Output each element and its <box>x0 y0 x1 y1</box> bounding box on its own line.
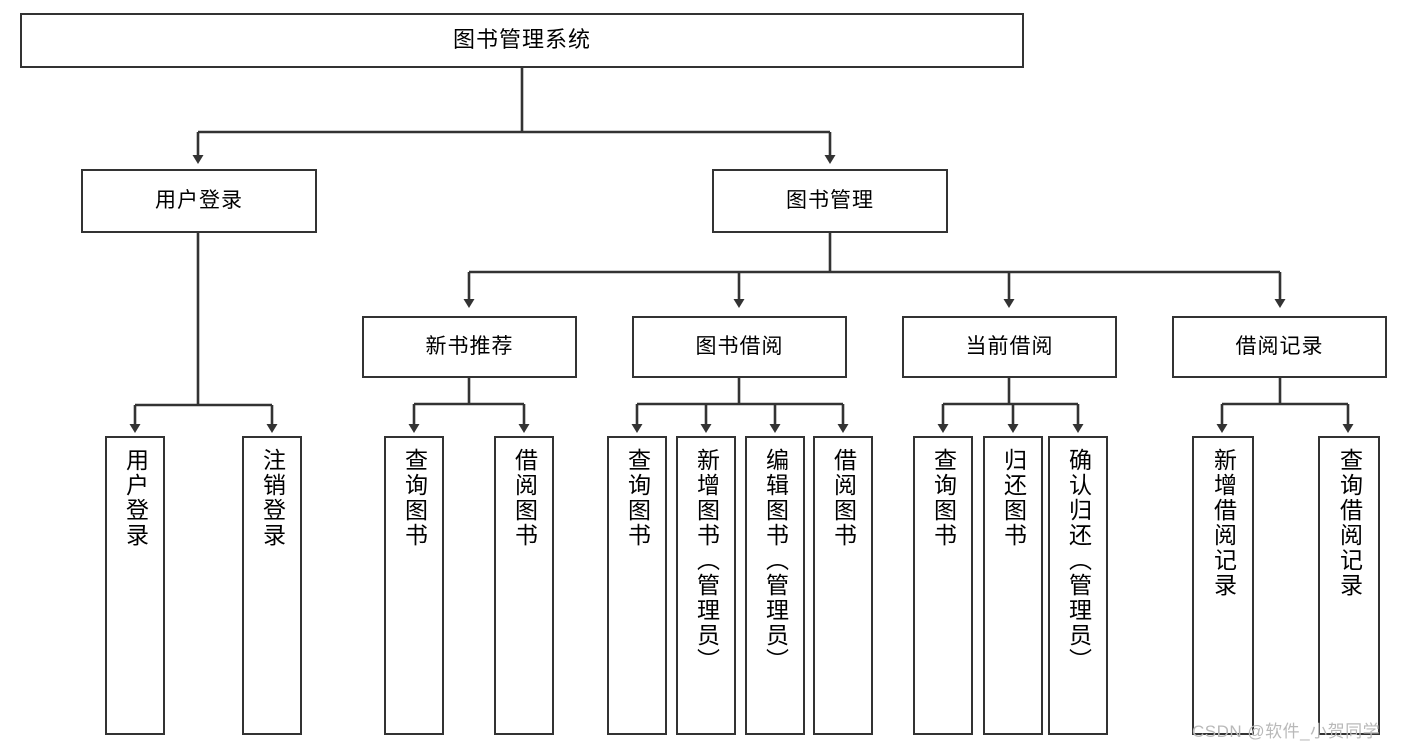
node-label: 当前借阅 <box>965 335 1054 359</box>
node-label: 编辑图书（管理员） <box>762 448 789 673</box>
node-label: 图书管理系统 <box>452 27 591 53</box>
node-user-login[interactable]: 用户登录 <box>81 169 317 233</box>
node-label: 新书推荐 <box>425 335 514 359</box>
leaf-current-borrow-confirm-return[interactable]: 确认归还（管理员） <box>1048 436 1108 735</box>
node-label: 借阅图书 <box>511 448 538 548</box>
leaf-new-book-borrow[interactable]: 借阅图书 <box>494 436 554 735</box>
node-label: 图书借阅 <box>695 335 784 359</box>
node-label: 新增图书（管理员） <box>693 448 720 673</box>
node-label: 新增借阅记录 <box>1210 448 1237 598</box>
node-label: 借阅记录 <box>1235 335 1324 359</box>
node-book-borrow[interactable]: 图书借阅 <box>632 316 847 378</box>
leaf-new-book-query[interactable]: 查询图书 <box>384 436 444 735</box>
node-label: 查询图书 <box>624 448 651 548</box>
node-label: 注销登录 <box>259 448 286 548</box>
leaf-current-borrow-return[interactable]: 归还图书 <box>983 436 1043 735</box>
node-new-book-recommend[interactable]: 新书推荐 <box>362 316 577 378</box>
leaf-book-borrow-edit[interactable]: 编辑图书（管理员） <box>745 436 805 735</box>
csdn-watermark: CSDN @软件_小贺同学 <box>1192 722 1381 741</box>
leaf-borrow-record-query[interactable]: 查询借阅记录 <box>1318 436 1380 735</box>
leaf-borrow-record-add[interactable]: 新增借阅记录 <box>1192 436 1254 735</box>
node-label: 借阅图书 <box>830 448 857 548</box>
node-label: 查询图书 <box>930 448 957 548</box>
node-label: 查询借阅记录 <box>1336 448 1363 598</box>
node-label: 查询图书 <box>401 448 428 548</box>
leaf-book-borrow-query[interactable]: 查询图书 <box>607 436 667 735</box>
node-label: 图书管理 <box>786 189 874 213</box>
node-label: 用户登录 <box>155 189 243 213</box>
node-label: 归还图书 <box>1000 448 1027 548</box>
node-label: 用户登录 <box>122 448 149 548</box>
node-borrow-records[interactable]: 借阅记录 <box>1172 316 1387 378</box>
leaf-user-login-logout[interactable]: 注销登录 <box>242 436 302 735</box>
leaf-book-borrow-borrow[interactable]: 借阅图书 <box>813 436 873 735</box>
node-book-management[interactable]: 图书管理 <box>712 169 948 233</box>
leaf-user-login-login[interactable]: 用户登录 <box>105 436 165 735</box>
leaf-book-borrow-add[interactable]: 新增图书（管理员） <box>676 436 736 735</box>
node-root-system[interactable]: 图书管理系统 <box>20 13 1024 68</box>
node-label: 确认归还（管理员） <box>1065 448 1092 673</box>
node-current-borrow[interactable]: 当前借阅 <box>902 316 1117 378</box>
leaf-current-borrow-query[interactable]: 查询图书 <box>913 436 973 735</box>
